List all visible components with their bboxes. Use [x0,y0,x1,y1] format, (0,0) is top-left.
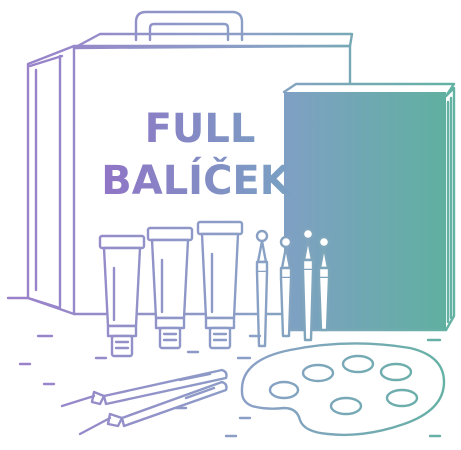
brush-icon [60,368,228,436]
palette-icon [240,342,446,437]
title-line-2: BALÍČEK [101,156,292,204]
dotting-tool-icon [255,227,331,348]
paint-tube-icon [98,220,244,358]
ground-dashes [18,334,442,438]
title-line-1: FULL [145,106,256,152]
